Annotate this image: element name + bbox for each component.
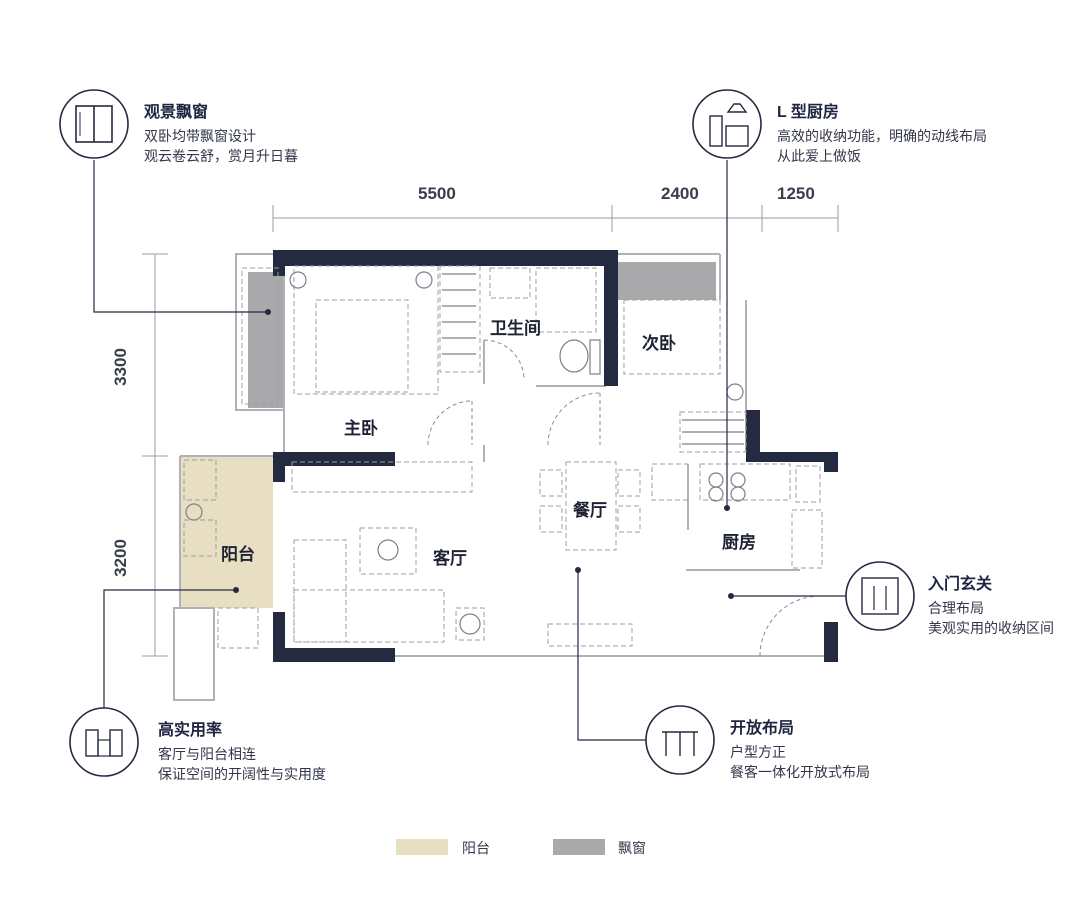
callout-efficiency-line2: 保证空间的开阔性与实用度 <box>158 766 326 782</box>
room-label-bathroom: 卫生间 <box>490 319 541 338</box>
callout-open-layout-line1: 户型方正 <box>730 744 786 760</box>
leader-dots <box>233 309 734 599</box>
callout-entrance: 入门玄关 合理布局 美观实用的收纳区间 <box>928 570 1054 638</box>
callout-kitchen-title: L 型厨房 <box>777 104 839 121</box>
bay-window-callout-icon <box>59 89 129 159</box>
fixtures <box>185 271 746 635</box>
legend-bay-window-swatch <box>553 839 605 855</box>
legend-balcony-swatch <box>396 839 448 855</box>
callout-entrance-line2: 美观实用的收纳区间 <box>928 620 1054 636</box>
room-label-balcony: 阳台 <box>221 545 255 564</box>
dimension-left-1: 3300 <box>110 348 130 386</box>
callout-bay-window-line1: 双卧均带飘窗设计 <box>144 128 256 144</box>
door-arcs <box>427 339 821 657</box>
callout-efficiency-title: 高实用率 <box>158 722 223 739</box>
leader-lines <box>93 160 846 741</box>
efficiency-callout-icon <box>69 707 139 777</box>
room-label-living-room: 客厅 <box>433 549 467 568</box>
callout-kitchen: L 型厨房 高效的收纳功能，明确的动线布局 从此爱上做饭 <box>777 98 987 166</box>
balcony-area <box>180 456 273 608</box>
legend-balcony-label: 阳台 <box>462 840 490 856</box>
kitchen-callout-icon <box>692 89 762 159</box>
room-label-dining-room: 餐厅 <box>573 501 607 520</box>
callout-kitchen-line2: 从此爱上做饭 <box>777 148 861 164</box>
open-layout-callout-icon <box>645 705 715 775</box>
callout-entrance-title: 入门玄关 <box>928 576 993 593</box>
callout-open-layout-title: 开放布局 <box>730 720 795 737</box>
furniture <box>183 265 823 649</box>
room-label-second-bedroom: 次卧 <box>642 334 676 353</box>
callout-bay-window-line2: 观云卷云舒，赏月升日暮 <box>144 148 298 164</box>
dimension-lines <box>142 205 839 657</box>
room-label-kitchen: 厨房 <box>722 533 756 552</box>
callout-efficiency: 高实用率 客厅与阳台相连 保证空间的开阔性与实用度 <box>158 716 326 784</box>
thick-walls <box>273 250 838 662</box>
legend-bay-window-label: 飘窗 <box>618 840 646 856</box>
dimension-left-2: 3200 <box>110 539 130 577</box>
room-label-master-bedroom: 主卧 <box>344 419 378 438</box>
callout-bay-window-title: 观景飘窗 <box>144 104 209 121</box>
callout-open-layout: 开放布局 户型方正 餐客一体化开放式布局 <box>730 714 870 782</box>
entrance-callout-icon <box>845 561 915 631</box>
callout-kitchen-line1: 高效的收纳功能，明确的动线布局 <box>777 128 987 144</box>
callout-bay-window: 观景飘窗 双卧均带飘窗设计 观云卷云舒，赏月升日暮 <box>144 98 298 166</box>
dimension-top-3: 1250 <box>777 184 815 203</box>
callout-efficiency-line1: 客厅与阳台相连 <box>158 746 256 762</box>
bay-window-master <box>248 272 284 408</box>
callout-open-layout-line2: 餐客一体化开放式布局 <box>730 764 870 780</box>
dimension-top-2: 2400 <box>661 184 699 203</box>
bay-window-second <box>616 262 716 300</box>
dimension-top-1: 5500 <box>418 184 456 203</box>
callout-entrance-line1: 合理布局 <box>928 600 984 616</box>
